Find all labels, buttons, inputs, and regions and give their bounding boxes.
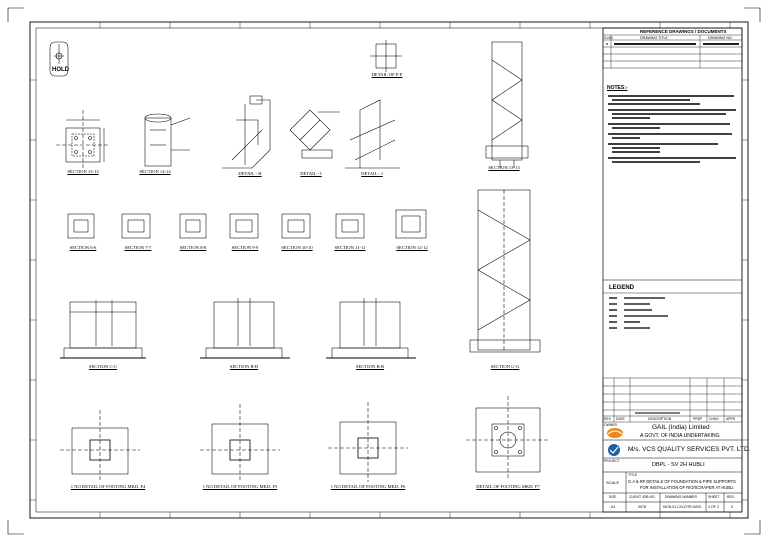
- meta-size-value: A1: [611, 505, 616, 509]
- view-section-11-11: [335, 213, 365, 239]
- label-section-b-b-1: SECTION B-B: [229, 364, 259, 369]
- rev-col-appd: APPD: [726, 417, 736, 421]
- label-section-6-6: SECTION 6-6: [69, 245, 97, 250]
- ref-header: REFERENCE DRAWINGS / DOCUMENTS: [640, 29, 727, 34]
- view-section-9-9: [229, 213, 259, 239]
- ref-col-no: S.NO: [604, 35, 613, 40]
- label-section-14-14: SECTION 14-14: [139, 169, 171, 174]
- hold-label: HOLD: [52, 67, 69, 73]
- view-footing-f6: [328, 402, 408, 482]
- view-footing-f4: [60, 410, 140, 482]
- view-support-elevation-top: [485, 41, 529, 168]
- meta-client-job-value: 0078: [638, 505, 646, 509]
- project-label: PROJECT: [604, 459, 620, 463]
- label-section-7-7: SECTION 7-7: [124, 245, 152, 250]
- view-section-14-14: [144, 113, 191, 167]
- label-footing-f6: 1 NO DETAIL OF FOOTING MKD. F6: [330, 484, 406, 489]
- view-detail-j: [345, 99, 400, 169]
- notes-text: [608, 95, 736, 163]
- label-footing-f5: 1 NO DETAIL OF FOOTING MKD. F5: [202, 484, 278, 489]
- meta-sheet-value: 2 OF 2: [708, 505, 719, 509]
- rev-col-rev: REV: [604, 417, 611, 421]
- label-detail-i: DETAIL - I: [300, 171, 322, 176]
- ref-col-title: DRAWING TITLE: [640, 35, 668, 40]
- notes-title: NOTES:-: [607, 85, 628, 91]
- label-section-12-12: SECTION 12-12: [396, 245, 428, 250]
- label-footing-f7: DETAIL OF FOOTING MKD. F7: [476, 484, 540, 489]
- meta-col-drawing-number: DRAWING NUMBER: [665, 495, 697, 499]
- label-section-g-g: SECTION G-G: [490, 364, 520, 369]
- meta-rev-value: 0: [731, 505, 733, 509]
- ref-col-dwg: DRAWING NO.: [708, 35, 733, 40]
- title-block-lines: [603, 439, 742, 512]
- label-section-b-b-2: SECTION B-B: [355, 364, 385, 369]
- view-section-10-10: [281, 213, 311, 239]
- meta-drawing-number-value: 0078-01-CIV-DTR-0003: [663, 505, 701, 509]
- meta-col-sheet: SHEET: [708, 495, 720, 499]
- view-section-b-b-2: [326, 298, 416, 359]
- label-section-9-9: SECTION 9-9: [231, 245, 259, 250]
- consultant-name: M/s. VCS QUALITY SERVICES PVT. LTD.: [628, 446, 751, 453]
- label-section-11-11: SECTION 11-11: [334, 245, 366, 250]
- meta-col-client-job: CLIENT JOB NO.: [629, 495, 656, 499]
- label-section-13-13-b: SECTION 13-13: [488, 165, 520, 170]
- owner-label: OWNER: [604, 423, 617, 427]
- view-section-13-13-a: [56, 110, 110, 170]
- legend-box: [603, 279, 742, 329]
- label-detail-j: DETAIL - J: [361, 171, 383, 176]
- label-detail-p-p: DETAIL OF P-P: [371, 72, 403, 77]
- title-label: TITLE: [628, 473, 638, 477]
- label-section-10-10: SECTION 10-10: [281, 245, 313, 250]
- label-section-8-8: SECTION 8-8: [179, 245, 207, 250]
- title-line-1: G.A & RF DETAILS OF FOUNDATION & PIPE SU…: [628, 479, 736, 484]
- view-detail-p-p: [370, 40, 402, 72]
- vcs-logo: [608, 444, 620, 456]
- hold-stamp: [49, 41, 69, 77]
- view-support-elevation-mid: [469, 189, 541, 353]
- rev-col-description: DESCRIPTION: [648, 417, 672, 421]
- legend-title: LEGEND: [609, 285, 635, 291]
- revision-table: [602, 377, 743, 423]
- view-section-6-6: [67, 213, 95, 239]
- view-detail-i: [289, 109, 340, 159]
- scale-label: SCALE: [606, 480, 620, 485]
- view-section-12-12: [395, 209, 427, 239]
- view-detail-h: [222, 95, 271, 169]
- rev-col-chkd: CHKD: [709, 417, 719, 421]
- owner-subtitle: A GOVT. OF INDIA UNDERTAKING: [640, 433, 720, 439]
- rev-col-date: DATE: [616, 417, 625, 421]
- view-section-b-b-1: [200, 298, 290, 359]
- label-section-c-c: SECTION C-C: [88, 364, 118, 369]
- gail-logo: [607, 428, 623, 438]
- reference-table: [602, 27, 743, 69]
- view-section-8-8: [179, 213, 207, 239]
- rev-col-prep: PREP: [693, 417, 703, 421]
- label-section-13-13-a: SECTION 13-13: [67, 169, 99, 174]
- label-footing-f4: 1 NO DETAIL OF FOOTING MKD. F4: [70, 484, 146, 489]
- owner-name: GAIL (India) Limited: [652, 424, 710, 431]
- meta-col-rev: REV.: [727, 495, 735, 499]
- project-name: DBPL - SV 2H HUBLI: [652, 462, 705, 468]
- view-footing-f7: [466, 396, 550, 480]
- view-section-c-c: [60, 300, 146, 359]
- label-detail-h: DETAIL - H: [238, 171, 262, 176]
- meta-col-size: SIZE: [609, 495, 617, 499]
- title-line-2: FOR INSTALLATION OF RIO/SCRAPER AT HUBLI: [640, 485, 734, 490]
- view-section-7-7: [121, 213, 151, 239]
- view-footing-f5: [200, 404, 280, 482]
